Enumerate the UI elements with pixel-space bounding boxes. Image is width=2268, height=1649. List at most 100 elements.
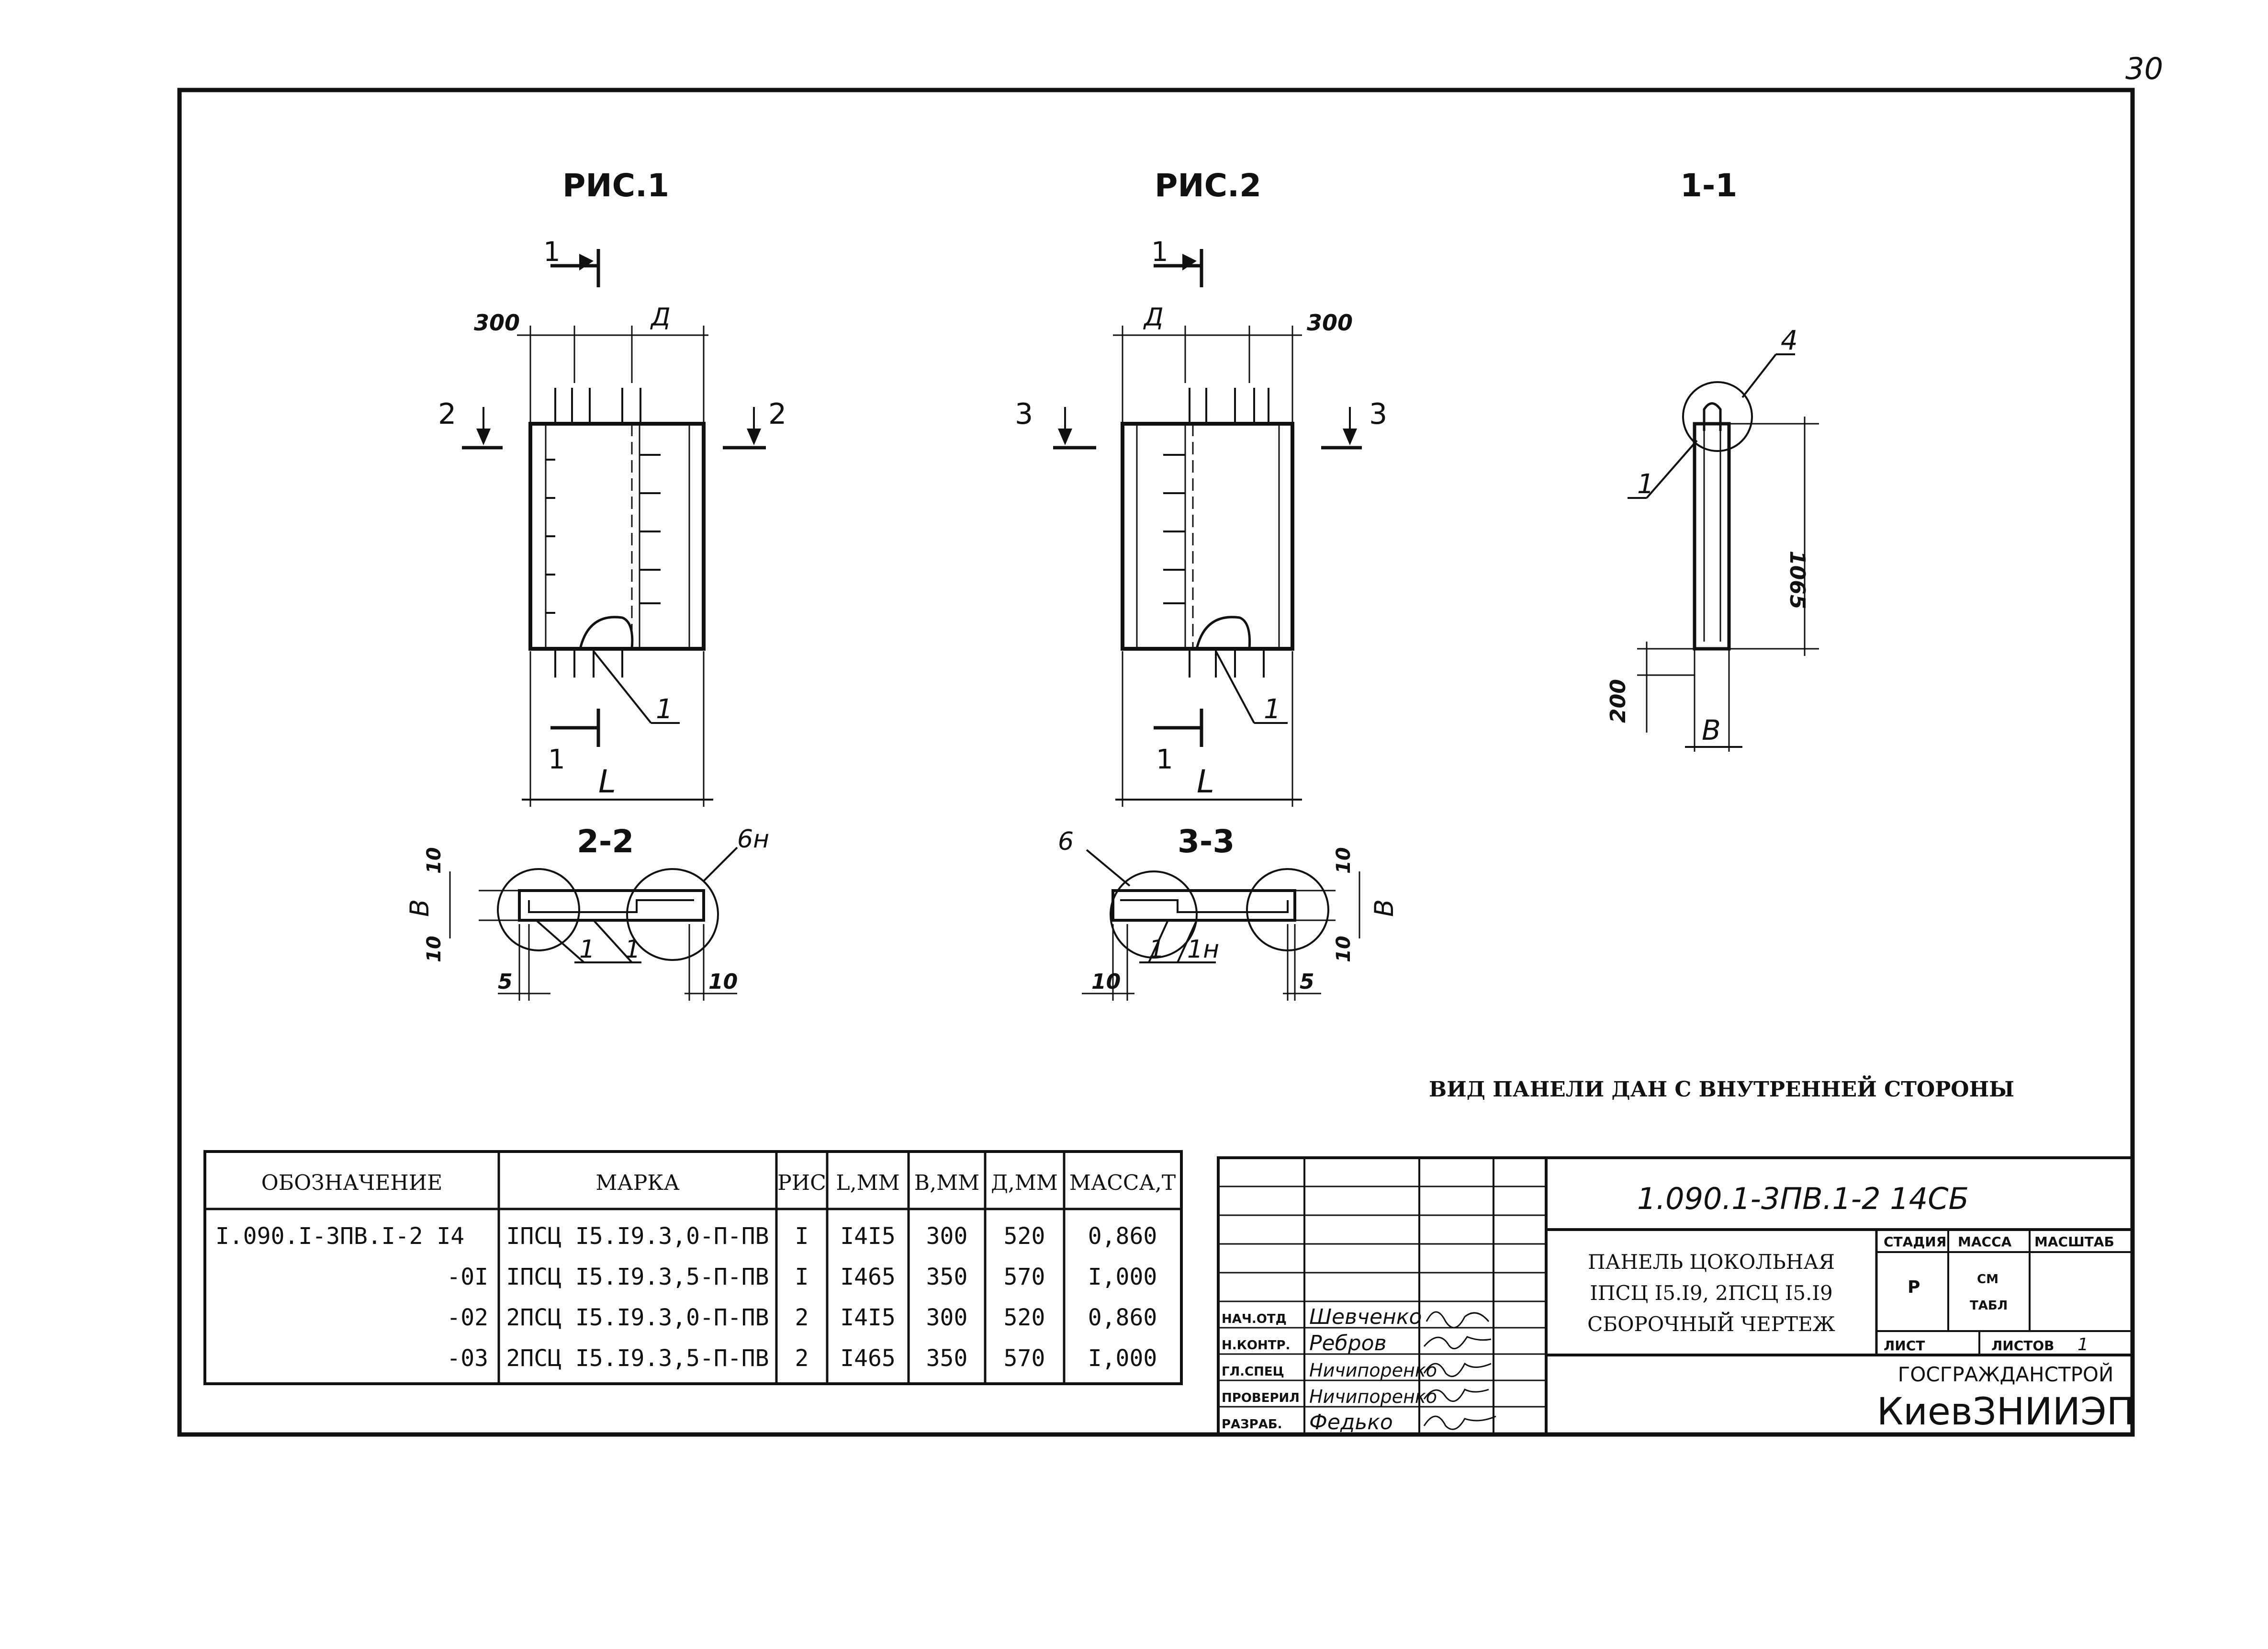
fig1-section-2-right: 2	[768, 397, 786, 431]
spec-row-1-mass: I,000	[1088, 1264, 1157, 1290]
fig1-section-1-bottom: 1	[548, 744, 565, 775]
sig-role-2: ГЛ.СПЕЦ	[1222, 1365, 1284, 1379]
spec-row-3-b: 350	[926, 1345, 968, 1372]
view-note: ВИД ПАНЕЛИ ДАН С ВНУТРЕННЕЙ СТОРОНЫ	[1429, 1075, 2014, 1102]
fig2-panel	[1121, 422, 1294, 651]
section-33-dim-10-top: 10	[1333, 847, 1355, 874]
stage-label: СТАДИЯ	[1884, 1234, 1946, 1250]
section-33-dim-b: В	[1369, 899, 1399, 917]
spec-row-3-mass: I,000	[1088, 1345, 1157, 1372]
stage-value: Р	[1908, 1277, 1920, 1297]
title-line-1: ПАНЕЛЬ ЦОКОЛЬНАЯ	[1588, 1250, 1835, 1274]
section-11-mark-4: 4	[1781, 325, 1798, 356]
spec-row-2-l: I4I5	[840, 1304, 896, 1331]
fig2-section-3-left: 3	[1015, 397, 1033, 431]
section-22-dim-10-top: 10	[423, 847, 445, 874]
title-block: НАЧ.ОТД Шевченко Н.КОНТР. Ребров ГЛ.СПЕЦ…	[1217, 1156, 2135, 1436]
section-33-detail-left	[1110, 870, 1198, 959]
section-22-dim-5: 5	[498, 970, 513, 994]
fig2-dim-d: Д	[1143, 303, 1164, 332]
sheets-value: 1	[2077, 1335, 2088, 1355]
section-22-detail-right	[626, 868, 719, 961]
org-line-1: ГОСГРАЖДАНСТРОЙ	[1898, 1362, 2114, 1386]
sig-name-4: Федько	[1309, 1410, 1393, 1434]
spec-row-0-mark: IПСЦ I5.I9.3,0-П-ПВ	[506, 1223, 769, 1250]
spec-header-b: В,ММ	[914, 1171, 979, 1195]
fig1-section-1-top: 1	[543, 237, 561, 268]
spec-row-3-designation: -03	[447, 1345, 488, 1372]
org-line-2: КиевЗНИИЭП	[1877, 1390, 2135, 1434]
section-22-mark-1b: 1	[625, 935, 640, 964]
section-33-title: 3-3	[1178, 823, 1235, 860]
spec-row-1-d: 570	[1004, 1264, 1045, 1290]
section-1-1: 1-1 1065 200 В 1 4	[1606, 167, 1819, 752]
spec-row-1-mark: IПСЦ I5.I9.3,5-П-ПВ	[506, 1264, 769, 1290]
spec-header-d: Д,ММ	[991, 1171, 1058, 1195]
figure-1: РИС.1 300 Д	[438, 167, 786, 807]
spec-row-2-b: 300	[926, 1304, 968, 1331]
sig-name-0: Шевченко	[1309, 1305, 1422, 1329]
page-number: 30	[2125, 51, 2163, 86]
signature-mark-3	[1423, 1388, 1489, 1402]
drawing-frame	[177, 88, 2135, 1437]
spec-row-3-mark: 2ПСЦ I5.I9.3,5-П-ПВ	[506, 1345, 769, 1372]
spec-row-2-d: 520	[1004, 1304, 1045, 1331]
figure-2: РИС.2 Д 300 1 1	[1015, 167, 1387, 807]
section-22-mark-1a: 1	[579, 935, 595, 964]
spec-header-designation: ОБОЗНАЧЕНИЕ	[261, 1171, 443, 1195]
spec-row-1-designation: -0I	[447, 1264, 488, 1290]
fig2-dim-l: L	[1197, 763, 1214, 800]
section-22-panel	[518, 889, 705, 922]
spec-row-2-fig: 2	[795, 1304, 809, 1331]
section-11-dim-b: В	[1702, 714, 1721, 746]
spec-header-l: L,ММ	[836, 1171, 899, 1195]
mass-value-2: ТАБЛ	[1970, 1299, 2008, 1313]
section-11-detail-circle	[1682, 381, 1753, 452]
fig2-section-1-top: 1	[1151, 237, 1168, 268]
fig2-title: РИС.2	[1155, 167, 1261, 204]
section-22-dim-10-bottom: 10	[423, 936, 445, 962]
section-33-mark-1n: 1н	[1187, 935, 1219, 964]
sig-name-1: Ребров	[1309, 1331, 1387, 1355]
spec-table: ОБОЗНАЧЕНИЕ МАРКА РИС L,ММ В,ММ Д,ММ МАС…	[203, 1150, 1183, 1385]
sig-role-0: НАЧ.ОТД	[1222, 1312, 1287, 1326]
section-3-3: 3-3 10 В 10 10 5 1 1н 6	[1058, 823, 1399, 1001]
spec-row-0-fig: I	[795, 1223, 809, 1250]
signature-mark-1	[1423, 1336, 1492, 1349]
fig1-dim-d: Д	[650, 303, 671, 332]
scale-label: МАСШТАБ	[2034, 1234, 2114, 1250]
section-33-mark-6: 6	[1058, 827, 1074, 856]
sig-role-3: ПРОВЕРИЛ	[1222, 1391, 1300, 1405]
section-22-dim-10-right: 10	[708, 970, 738, 994]
spec-row-1-fig: I	[795, 1264, 809, 1290]
section-33-dim-10-bottom: 10	[1333, 936, 1355, 962]
section-11-dim-1065: 1065	[1785, 551, 1809, 609]
sig-role-1: Н.КОНТР.	[1222, 1338, 1290, 1353]
section-2-2: 2-2 10 В 10 5 10 1 1 6н	[404, 823, 769, 1001]
spec-row-0-b: 300	[926, 1223, 968, 1250]
fig2-dim-300: 300	[1307, 310, 1353, 336]
signature-mark-0	[1426, 1311, 1490, 1329]
title-line-2: IПСЦ I5.I9, 2ПСЦ I5.I9	[1590, 1281, 1832, 1305]
section-11-panel	[1693, 422, 1731, 651]
fig1-mark-1: 1	[656, 694, 673, 725]
spec-header-mass: МАССА,Т	[1069, 1171, 1176, 1195]
section-11-title: 1-1	[1680, 167, 1737, 204]
section-33-dim-10-left: 10	[1091, 970, 1121, 994]
mass-value-1: СМ	[1977, 1272, 1999, 1287]
title-line-3: СБОРОЧНЫЙ ЧЕРТЕЖ	[1587, 1311, 1835, 1336]
spec-header-mark: МАРКА	[595, 1171, 679, 1195]
sig-role-4: РАЗРАБ.	[1222, 1417, 1282, 1432]
sig-name-3: Ничипоренко	[1309, 1386, 1437, 1407]
fig1-dim-l: L	[598, 763, 616, 800]
spec-row-0-designation: I.090.I-3ПВ.I-2 I4	[215, 1223, 464, 1250]
signature-mark-4	[1423, 1415, 1496, 1430]
fig2-mark-1: 1	[1264, 694, 1281, 725]
spec-row-0-mass: 0,860	[1088, 1223, 1157, 1250]
fig1-panel	[528, 422, 706, 651]
section-11-mark-1: 1	[1637, 469, 1654, 500]
section-22-title: 2-2	[577, 823, 634, 860]
spec-row-3-l: I465	[840, 1345, 896, 1372]
sheet-label: ЛИСТ	[1884, 1338, 1925, 1354]
